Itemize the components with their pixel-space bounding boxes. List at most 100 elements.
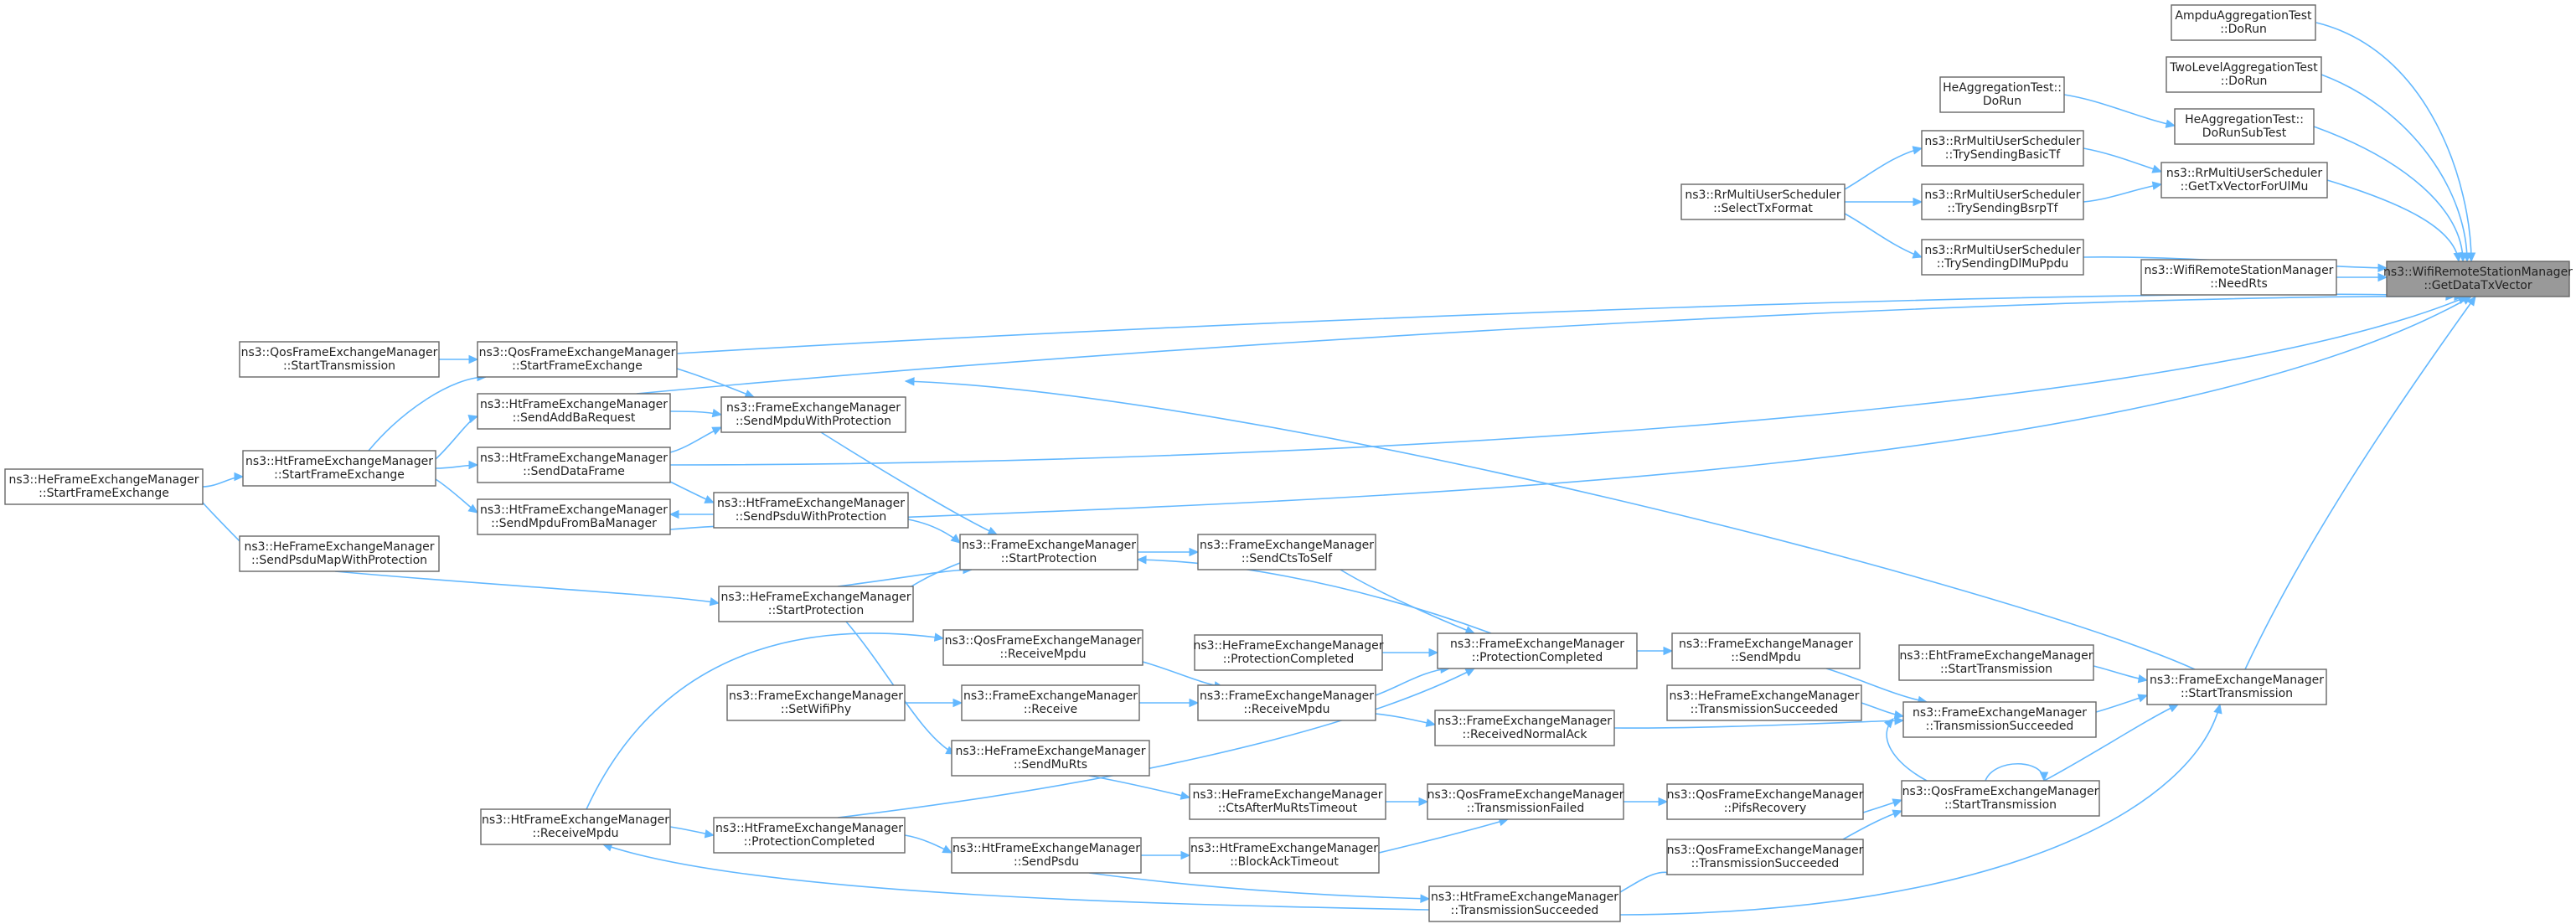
call-edge-ht_sendmpduba-to-target: [669, 296, 2472, 530]
graph-node-fem_setphy[interactable]: ns3::FrameExchangeManager::SetWifiPhy: [726, 684, 906, 721]
graph-node-ht_sendpsduprot[interactable]: ns3::HtFrameExchangeManager::SendPsduWit…: [713, 492, 909, 529]
node-box: [2174, 108, 2315, 145]
graph-node-ht_sendmpduba[interactable]: ns3::HtFrameExchangeManager::SendMpduFro…: [477, 498, 671, 535]
graph-node-qos_pifs[interactable]: ns3::QosFrameExchangeManager::PifsRecove…: [1666, 783, 1864, 820]
node-label-line: ns3::FrameExchangeManager: [726, 401, 901, 415]
arrowhead-icon: [1913, 197, 1923, 207]
graph-node-fem_protcomp[interactable]: ns3::FrameExchangeManager::ProtectionCom…: [1437, 632, 1638, 669]
graph-node-fem_recvack[interactable]: ns3::FrameExchangeManager::ReceivedNorma…: [1434, 710, 1615, 746]
graph-node-rr_getfor[interactable]: ns3::RrMultiUserScheduler::GetTxVectorFo…: [2160, 162, 2328, 199]
node-label-line: ::NeedRts: [2210, 277, 2268, 291]
node-label-line: ns3::HtFrameExchangeManager: [1190, 842, 1378, 855]
arrowhead-icon: [234, 472, 245, 482]
call-edge-fem_sendmpdu-to-fem_txsucc: [1825, 668, 1928, 703]
graph-node-fem_startprot[interactable]: ns3::FrameExchangeManager::StartProtecti…: [959, 534, 1138, 570]
node-box: [713, 492, 909, 529]
arrowhead-icon: [933, 632, 945, 642]
arrowhead-icon: [1189, 547, 1200, 557]
node-box: [1921, 183, 2084, 220]
graph-node-ht_startfe[interactable]: ns3::HtFrameExchangeManager::StartFrameE…: [242, 450, 436, 487]
node-box: [959, 534, 1138, 570]
node-label-line: ns3::HtFrameExchangeManager: [717, 497, 905, 510]
graph-node-qos_starttx_l[interactable]: ns3::QosFrameExchangeManager::StartTrans…: [239, 341, 440, 378]
node-label-line: ::ProtectionCompleted: [744, 835, 875, 849]
graph-node-heagg_subtest[interactable]: HeAggregationTest::DoRunSubTest: [2174, 108, 2315, 145]
graph-node-qos_txfail[interactable]: ns3::QosFrameExchangeManager::Transmissi…: [1427, 783, 1624, 820]
call-edge-heagg_dorun-to-heagg_subtest: [2063, 94, 2176, 126]
call-edge-ht_txsucc-to-fem_starttx: [1619, 704, 2221, 916]
node-label-line: ns3::HtFrameExchangeManager: [715, 822, 903, 835]
graph-node-he_ctsafter[interactable]: ns3::HeFrameExchangeManager::CtsAfterMuR…: [1189, 783, 1386, 820]
graph-node-fem_recvmpdu[interactable]: ns3::FrameExchangeManager::ReceiveMpdu: [1197, 684, 1376, 721]
node-label-line: ::SendCtsToSelf: [1242, 552, 1333, 565]
graph-node-ht_senddata[interactable]: ns3::HtFrameExchangeManager::SendDataFra…: [477, 447, 671, 483]
node-label-line: TwoLevelAggregationTest: [2169, 61, 2318, 75]
node-box: [713, 817, 906, 854]
node-box: [2146, 668, 2327, 705]
graph-node-he_startfe[interactable]: ns3::HeFrameExchangeManager::StartFrameE…: [4, 468, 204, 505]
graph-node-ht_sendpsdu[interactable]: ns3::HtFrameExchangeManager::SendPsdu: [951, 837, 1142, 874]
call-edge-ht_sendpsdu-to-ht_txsucc: [1088, 872, 1430, 900]
graph-node-he_sendpsdumap[interactable]: ns3::HeFrameExchangeManager::SendPsduMap…: [239, 535, 440, 572]
graph-node-ht_blockack[interactable]: ns3::HtFrameExchangeManager::BlockAckTim…: [1189, 837, 1380, 874]
node-label-line: ns3::WifiRemoteStationManager: [2383, 266, 2573, 279]
graph-node-eht_starttx[interactable]: ns3::EhtFrameExchangeManager::StartTrans…: [1898, 644, 2094, 681]
graph-node-fem_receive[interactable]: ns3::FrameExchangeManager::Receive: [961, 684, 1140, 721]
arrowhead-icon: [1180, 791, 1191, 800]
graph-node-fem_sendcts[interactable]: ns3::FrameExchangeManager::SendCtsToSelf: [1197, 534, 1376, 570]
call-edge-fem_recvack-to-fem_txsucc: [1613, 720, 1904, 729]
graph-node-rr_bsrp[interactable]: ns3::RrMultiUserScheduler::TrySendingBsr…: [1921, 183, 2084, 220]
node-label-line: AmpduAggregationTest: [2175, 9, 2312, 23]
graph-node-qos_starttx_r[interactable]: ns3::QosFrameExchangeManager::StartTrans…: [1901, 780, 2100, 817]
node-label-line: ::StartFrameExchange: [39, 487, 169, 500]
graph-node-rr_dlmu[interactable]: ns3::RrMultiUserScheduler::TrySendingDlM…: [1921, 239, 2084, 276]
arrowhead-icon: [1420, 894, 1431, 903]
node-label-line: ::ReceiveMpdu: [1244, 703, 1330, 716]
graph-node-rr_select[interactable]: ns3::RrMultiUserScheduler::SelectTxForma…: [1680, 183, 1846, 220]
call-edge-rr_basic-to-rr_getfor: [2083, 147, 2162, 173]
arrowhead-icon: [1912, 250, 1923, 259]
call-edge-rr_bsrp-to-rr_getfor: [2083, 183, 2162, 203]
arrowhead-icon: [1464, 626, 1476, 634]
graph-node-qos_recvmpdu[interactable]: ns3::QosFrameExchangeManager::ReceiveMpd…: [942, 629, 1143, 666]
graph-node-fem_sendmpdu[interactable]: ns3::FrameExchangeManager::SendMpdu: [1671, 632, 1861, 669]
graph-node-he_txsucc[interactable]: ns3::HeFrameExchangeManager::Transmissio…: [1666, 684, 1862, 721]
graph-node-ht_sendaddba[interactable]: ns3::HtFrameExchangeManager::SendAddBaRe…: [477, 393, 671, 430]
graph-node-twolevel[interactable]: TwoLevelAggregationTest::DoRun: [2166, 56, 2322, 93]
call-edge-fem_recvmpdu-to-fem_protcomp: [1375, 668, 1450, 696]
arrowhead-icon: [2151, 181, 2163, 190]
call-edge-ht_startfe-to-ht_sendaddba: [435, 416, 478, 460]
arrowhead-icon: [2213, 703, 2222, 715]
graph-node-qos_txsucc[interactable]: ns3::QosFrameExchangeManager::Transmissi…: [1666, 839, 1864, 875]
graph-node-needrts[interactable]: ns3::WifiRemoteStationManager::NeedRts: [2140, 259, 2337, 296]
node-label-line: ::SendMpdu: [1731, 651, 1800, 664]
graph-node-ht_recvmpdu[interactable]: ns3::HtFrameExchangeManager::ReceiveMpdu: [480, 808, 671, 845]
arrowhead-icon: [709, 597, 720, 607]
graph-node-ht_protcomp[interactable]: ns3::HtFrameExchangeManager::ProtectionC…: [713, 817, 906, 854]
graph-node-ampdu[interactable]: AmpduAggregationTest::DoRun: [2171, 4, 2316, 41]
node-label-line: ::BlockAckTimeout: [1230, 855, 1339, 869]
node-label-line: ns3::FrameExchangeManager: [729, 689, 903, 703]
node-label-line: ::SendMpduFromBaManager: [491, 517, 657, 530]
node-label-line: ns3::RrMultiUserScheduler: [2166, 167, 2322, 180]
graph-node-qos_startfe[interactable]: ns3::QosFrameExchangeManager::StartFrame…: [477, 341, 678, 378]
graph-node-rr_basic[interactable]: ns3::RrMultiUserScheduler::TrySendingBas…: [1921, 130, 2084, 167]
graph-node-target[interactable]: ns3::WifiRemoteStationManager::GetDataTx…: [2383, 261, 2573, 297]
graph-node-he_sendmurts[interactable]: ns3::HeFrameExchangeManager::SendMuRts: [951, 740, 1150, 777]
call-edge-heagg_subtest-to-target: [2313, 126, 2464, 262]
node-label-line: ::StartProtection: [768, 604, 864, 617]
node-label-line: ns3::HeFrameExchangeManager: [1192, 788, 1382, 802]
graph-node-he_protcomp[interactable]: ns3::HeFrameExchangeManager::ProtectionC…: [1193, 634, 1384, 671]
graph-node-fem_txsucc[interactable]: ns3::FrameExchangeManager::TransmissionS…: [1902, 701, 2097, 738]
node-box: [480, 808, 671, 845]
graph-node-heagg_dorun[interactable]: HeAggregationTest::DoRun: [1939, 76, 2065, 113]
call-edge-rr_select-to-rr_basic: [1844, 147, 1923, 190]
node-label-line: ns3::QosFrameExchangeManager: [945, 634, 1142, 648]
graph-node-he_startprot[interactable]: ns3::HeFrameExchangeManager::StartProtec…: [718, 586, 914, 622]
node-label-line: ns3::EhtFrameExchangeManager: [1899, 649, 2093, 663]
arrowhead-icon: [1464, 668, 1476, 677]
graph-node-fem_starttx[interactable]: ns3::FrameExchangeManager::StartTransmis…: [2146, 668, 2327, 705]
node-label-line: ns3::HtFrameExchangeManager: [245, 455, 433, 468]
graph-node-ht_txsucc[interactable]: ns3::HtFrameExchangeManager::Transmissio…: [1428, 885, 1621, 922]
graph-node-fem_sendmpduprot[interactable]: ns3::FrameExchangeManager::SendMpduWithP…: [720, 396, 906, 433]
